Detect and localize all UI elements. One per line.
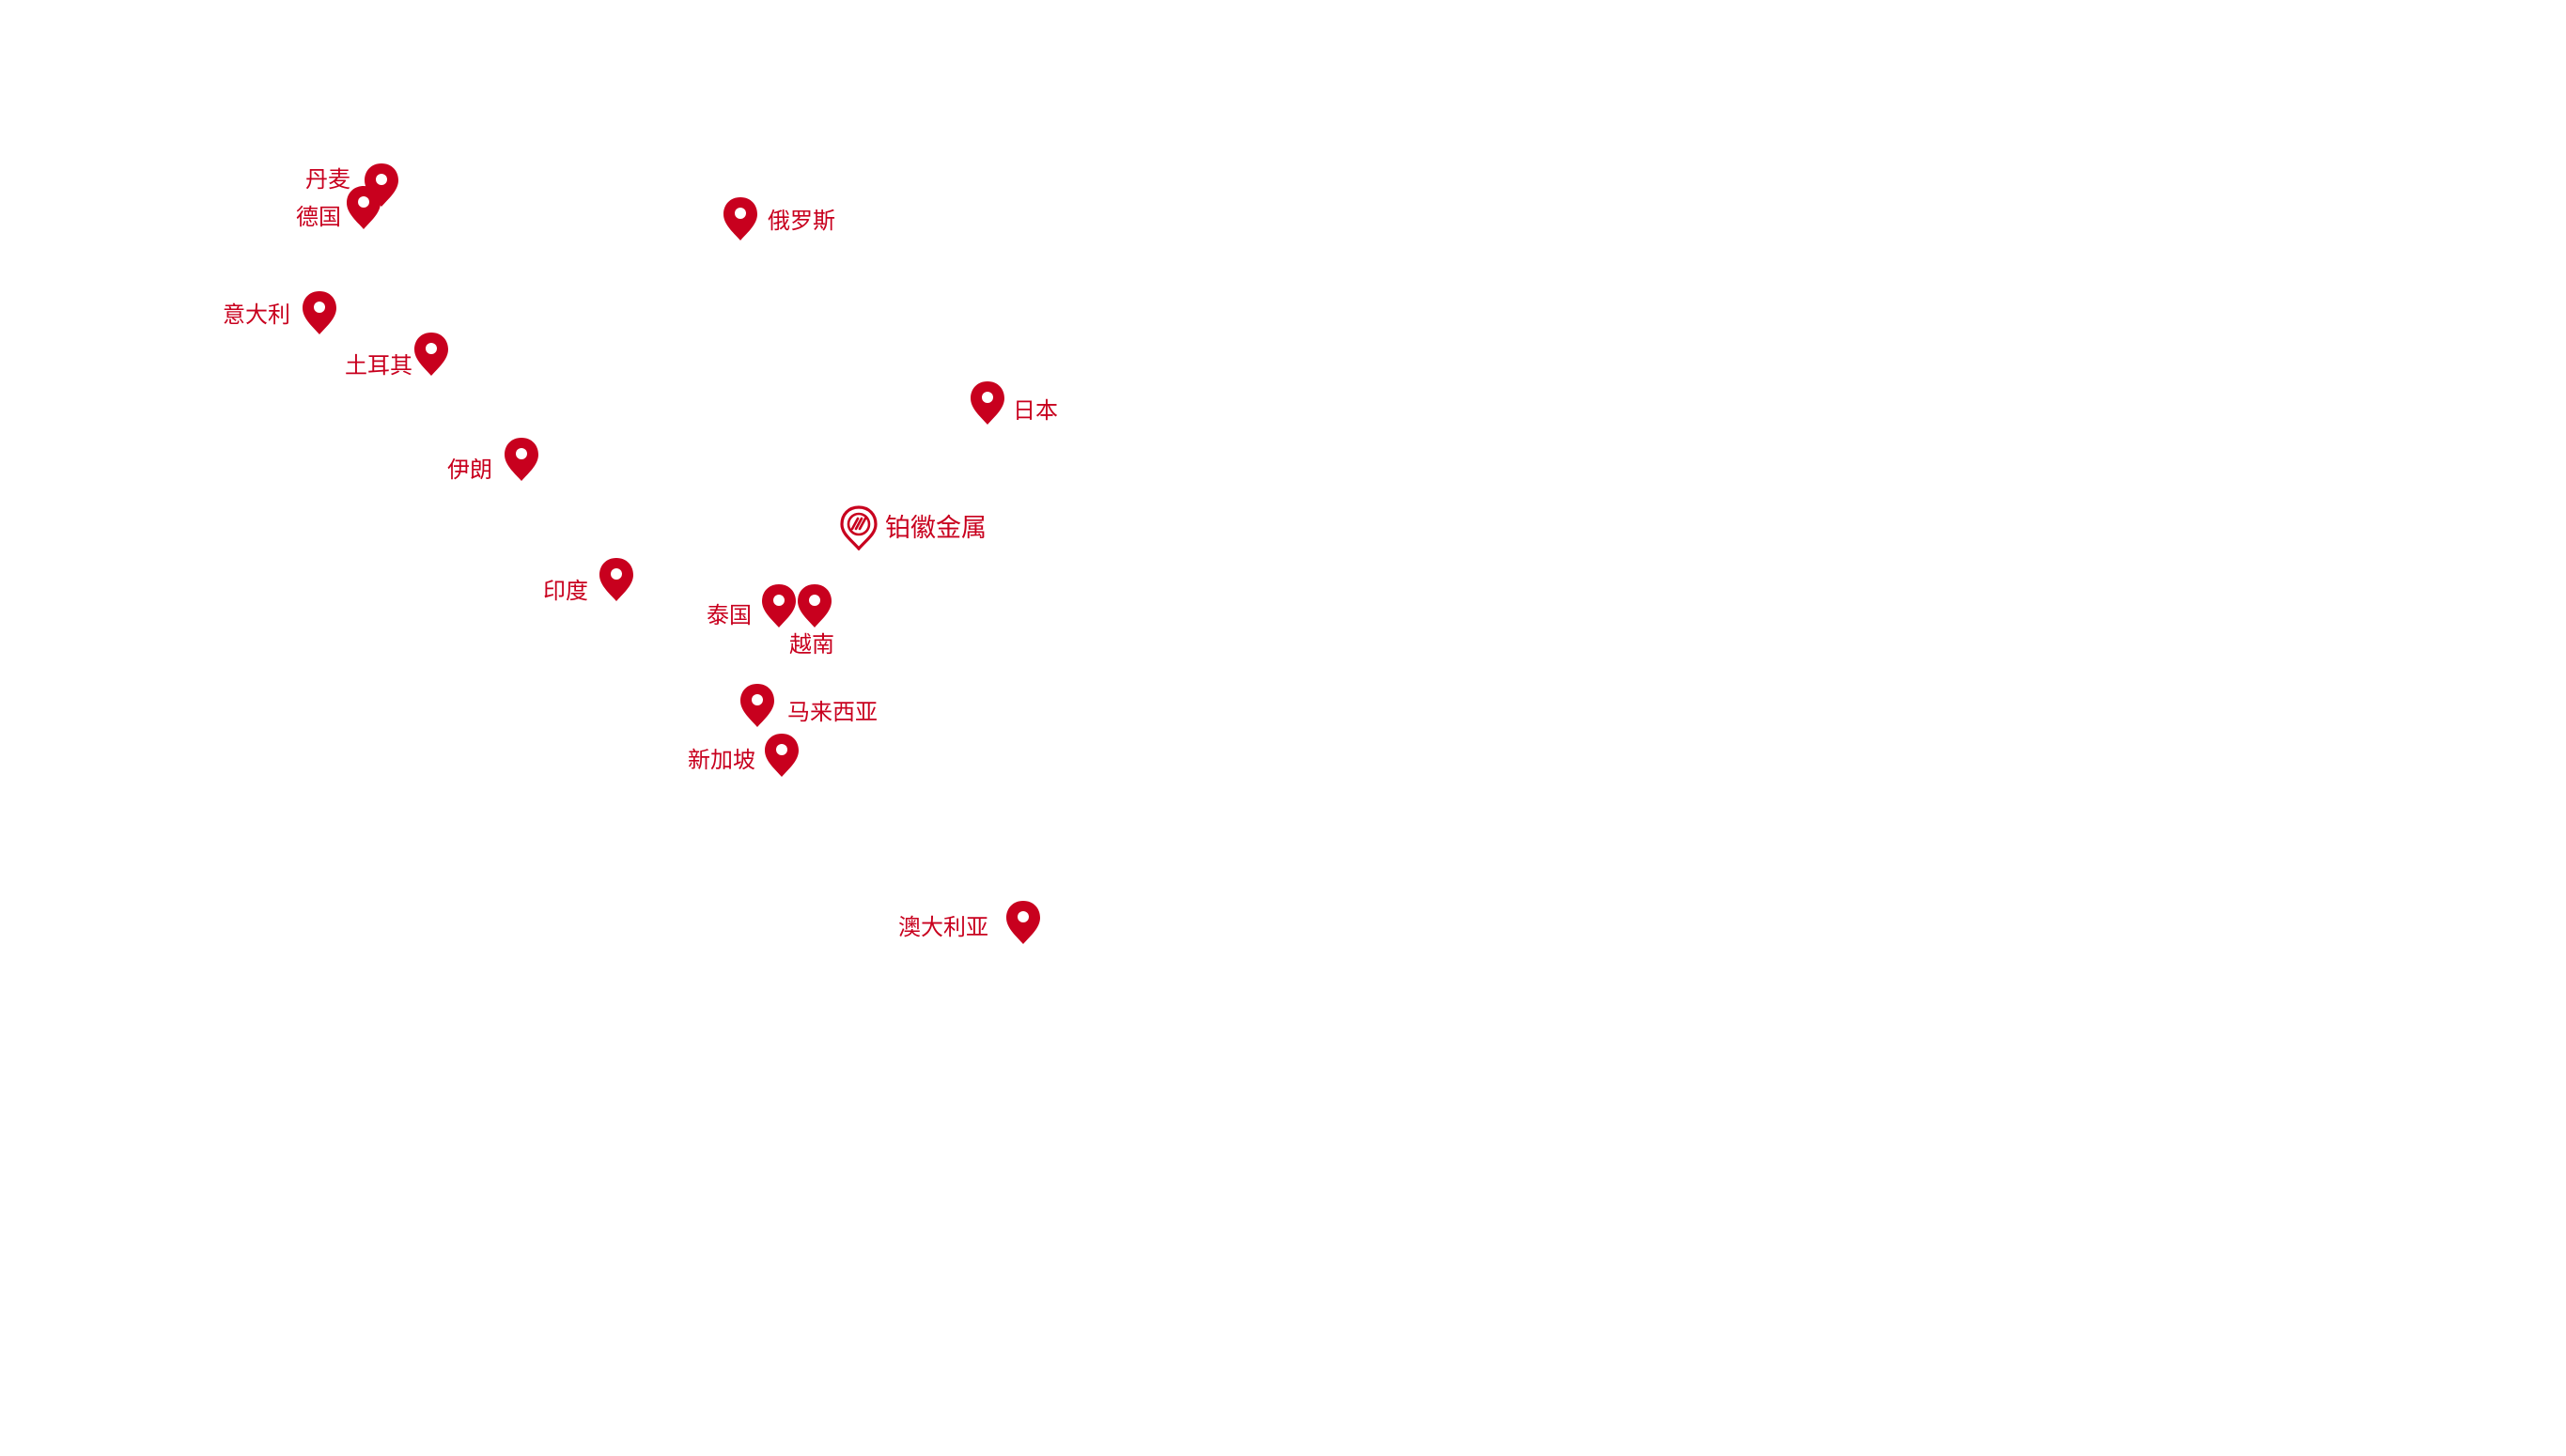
location-label-vietnam: 越南: [789, 631, 834, 658]
map-pin-icon[interactable]: [763, 732, 801, 779]
location-label-india: 印度: [543, 578, 588, 604]
map-pin-icon[interactable]: [503, 436, 540, 483]
map-pin-icon[interactable]: [412, 331, 450, 378]
map-pin-icon[interactable]: [739, 682, 776, 729]
map-pin-icon[interactable]: [598, 556, 635, 603]
headquarters-label: 铂徽金属: [885, 514, 987, 543]
map-pin-icon[interactable]: [969, 379, 1006, 426]
location-label-australia: 澳大利亚: [898, 914, 988, 940]
map-pin-icon[interactable]: [760, 582, 798, 629]
map-pin-icon[interactable]: [1004, 899, 1042, 946]
map-pin-icon[interactable]: [301, 289, 338, 336]
company-logo-pin-icon[interactable]: [839, 505, 879, 550]
location-label-denmark: 丹麦: [305, 166, 350, 193]
location-label-germany: 德国: [296, 204, 341, 230]
location-label-japan: 日本: [1013, 397, 1058, 424]
location-label-malaysia: 马来西亚: [787, 699, 878, 725]
map-pin-icon[interactable]: [722, 195, 759, 242]
map-pin-icon[interactable]: [345, 184, 382, 231]
location-label-turkey: 土耳其: [345, 352, 412, 379]
location-label-singapore: 新加坡: [688, 747, 755, 773]
location-label-iran: 伊朗: [447, 457, 492, 483]
location-label-thailand: 泰国: [707, 602, 752, 628]
location-label-italy: 意大利: [223, 302, 290, 328]
map-pin-icon[interactable]: [796, 582, 833, 629]
location-label-russia: 俄罗斯: [768, 208, 835, 234]
